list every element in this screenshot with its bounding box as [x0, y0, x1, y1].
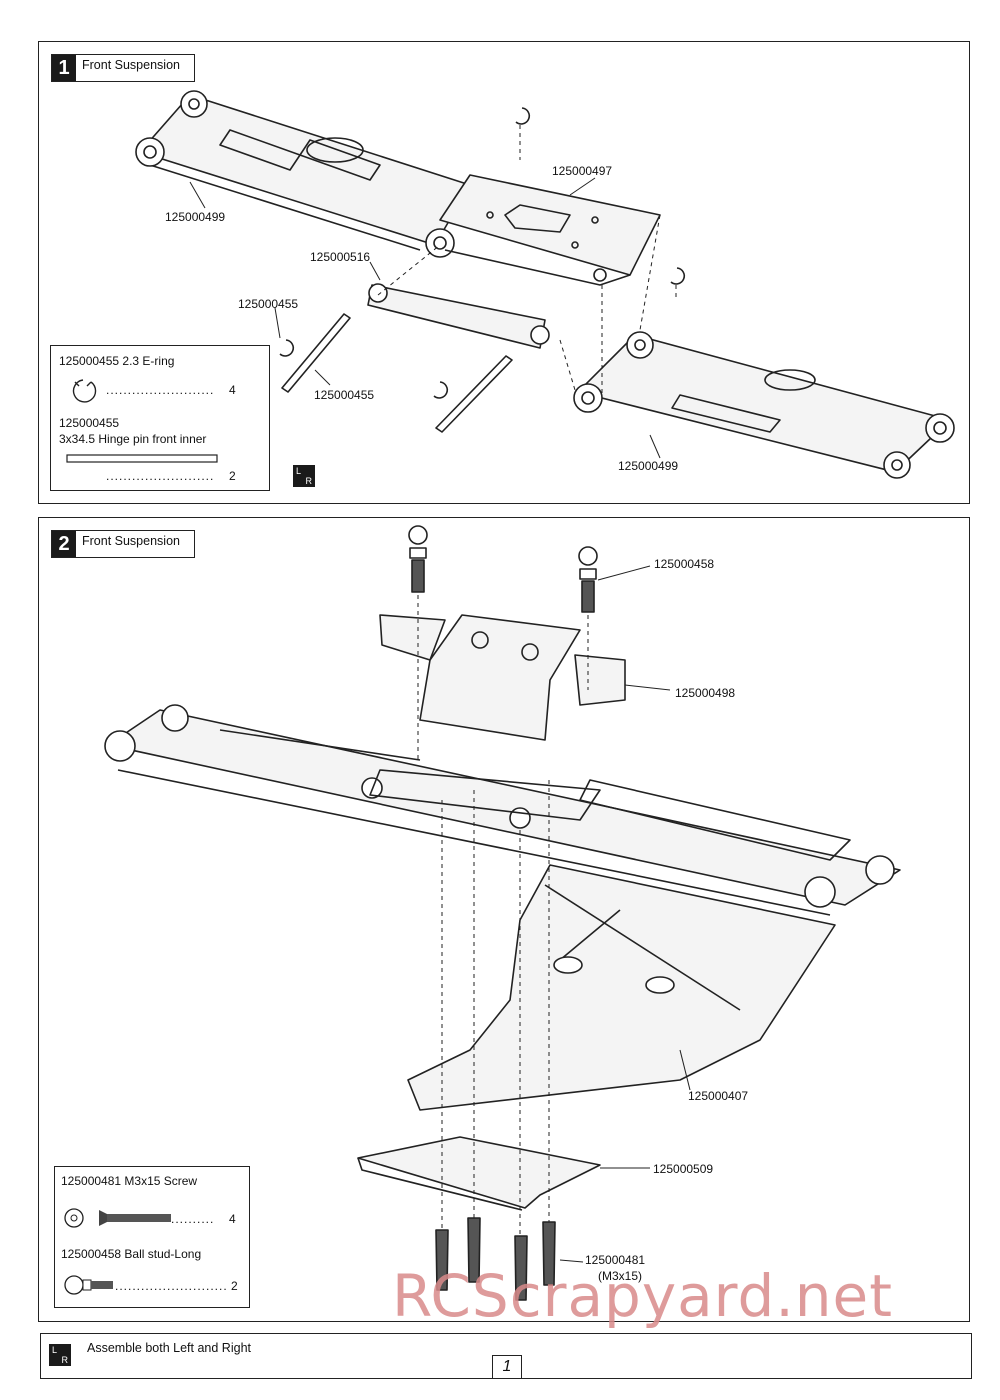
front-mount	[439, 174, 661, 286]
step1-title: Front Suspension	[82, 58, 180, 72]
legend-ballstud-label: 125000458 Ball stud-Long	[61, 1247, 202, 1261]
lr-badge-bottom: R	[305, 476, 313, 486]
e-clip-icons	[279, 107, 686, 399]
bumper-plate	[357, 1136, 601, 1211]
callout-bumper: 125000509	[653, 1162, 714, 1176]
legend-screw-label: 125000481 M3x15 Screw	[61, 1174, 198, 1188]
step1-number: 1	[52, 55, 76, 81]
lr-badge-top: L	[296, 466, 302, 476]
callout-arm-mount: 125000498	[675, 686, 736, 700]
legend-eclip-label: 125000455 2.3 E-ring	[59, 354, 175, 368]
legend-screw-dots: ..........	[171, 1212, 215, 1226]
step2-parts-legend: 125000481 M3x15 Screw .......... 4 12500…	[54, 1166, 250, 1308]
footer-note: L R Assemble both Left and Right	[40, 1333, 972, 1379]
hinge-pin-icon	[66, 454, 218, 463]
suspension-arm-left	[135, 90, 471, 258]
callout-link: 125000516	[310, 250, 371, 264]
footer-text: Assemble both Left and Right	[87, 1341, 251, 1355]
ball-studs	[408, 525, 598, 613]
legend-pin-qty: 2	[229, 469, 236, 483]
watermark: RCScrapyard.net	[392, 1262, 893, 1330]
page-number: 1	[492, 1355, 522, 1378]
legend-screw-qty: 4	[229, 1212, 236, 1226]
callout-ball-stud: 125000458	[654, 557, 715, 571]
callout-leaders	[189, 177, 691, 1263]
step1-header: 1 Front Suspension	[51, 54, 195, 82]
callout-arm-lower: 125000499	[618, 459, 679, 473]
legend-pin-code: 125000455	[59, 416, 120, 430]
callout-mount: 125000497	[552, 164, 613, 178]
legend-ballstud-dots: ..........................	[115, 1279, 228, 1293]
step1-parts-legend: 125000455 2.3 E-ring ...................…	[50, 345, 270, 491]
m3x15-screws	[435, 1217, 556, 1301]
arm-mount	[379, 614, 626, 741]
assembled-arms	[104, 704, 901, 916]
step2-guide-lines	[417, 595, 589, 1236]
callout-pin: 125000455	[314, 388, 375, 402]
legend-eclip-dots: .........................	[106, 383, 215, 397]
link-plate	[367, 283, 550, 349]
callout-screw-size: (M3x15)	[598, 1269, 643, 1283]
hinge-pins	[281, 313, 513, 433]
step1-guide-lines	[377, 125, 677, 395]
legend-pin-dots: .........................	[106, 469, 215, 483]
legend-eclip-qty: 4	[229, 383, 236, 397]
lr-badge-top: L	[52, 1345, 58, 1355]
callout-skid-plate: 125000407	[688, 1089, 749, 1103]
legend-ballstud-qty: 2	[231, 1279, 238, 1293]
callout-screw-code: 125000481	[585, 1253, 646, 1267]
step2-number: 2	[52, 531, 76, 557]
lr-badge-footer: L R	[49, 1344, 71, 1366]
lr-badge-step1: L R	[293, 465, 315, 487]
legend-pin-label: 3x34.5 Hinge pin front inner	[59, 432, 207, 446]
screw-icon	[64, 1208, 171, 1228]
step2-title: Front Suspension	[82, 534, 180, 548]
e-ring-icon	[72, 379, 97, 403]
ball-stud-icon	[64, 1275, 113, 1295]
step2-header: 2 Front Suspension	[51, 530, 195, 558]
callout-arm-upper: 125000499	[165, 210, 226, 224]
lr-badge-bottom: R	[61, 1355, 69, 1365]
suspension-arm-right	[573, 331, 955, 479]
callout-eclip: 125000455	[238, 297, 299, 311]
skid-plate	[407, 864, 836, 1111]
